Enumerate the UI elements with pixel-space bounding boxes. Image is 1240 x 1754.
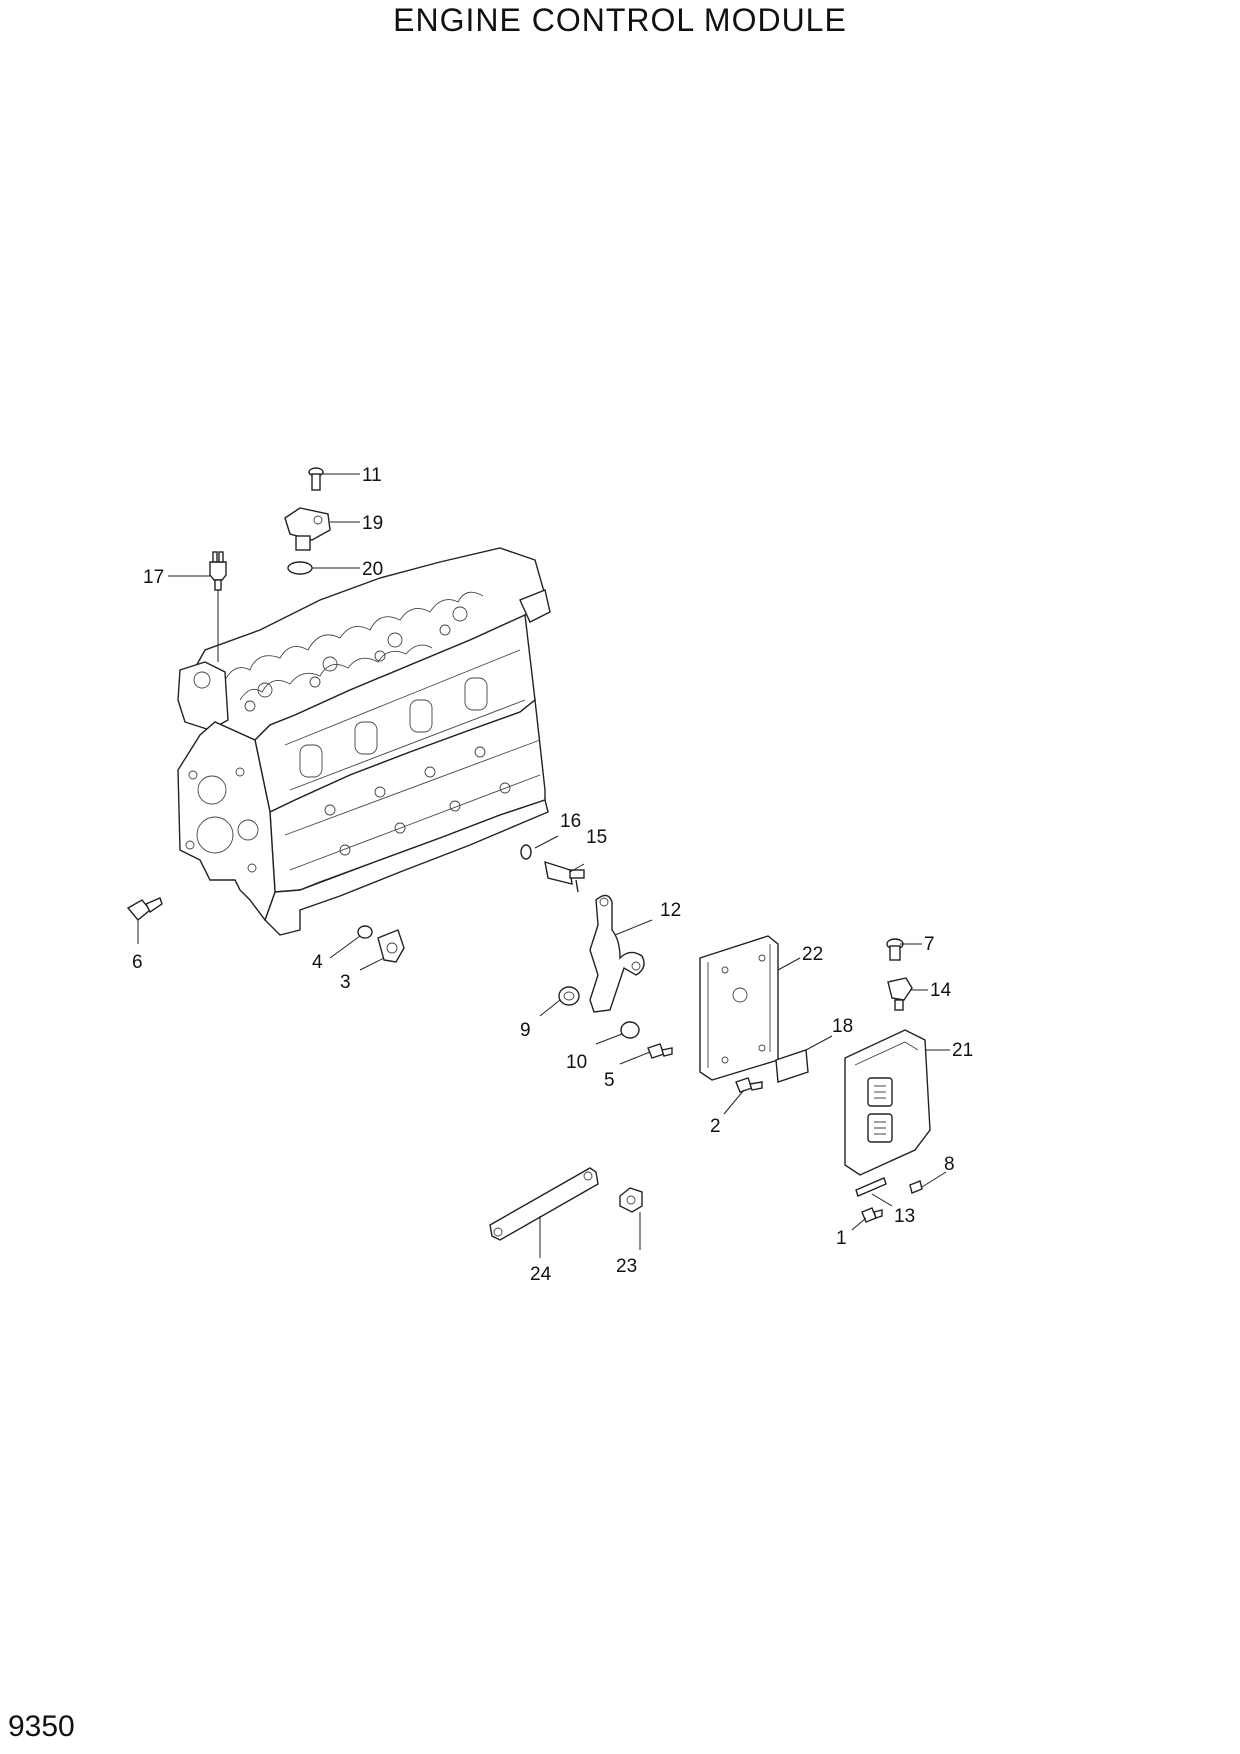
part-13-spacer [855,1177,887,1197]
part-4-o-ring [357,925,373,939]
callout-10: 10 [566,1052,587,1073]
callout-12: 12 [660,900,681,921]
callout-19: 19 [362,513,383,534]
part-7-screw [886,938,904,961]
part-12-bracket [589,894,645,1013]
callout-16: 16 [560,811,581,832]
part-22-plate [699,935,779,1081]
callout-24: 24 [530,1264,552,1285]
callout-15: 15 [586,827,607,848]
callout-7: 7 [924,934,935,955]
part-20-o-ring [287,561,313,575]
part-21-ecm [844,1029,931,1176]
callout-22: 22 [802,944,823,965]
part-24-strap [489,1167,599,1241]
callout-13: 13 [894,1206,915,1227]
part-6-bolt [126,897,163,921]
part-3-sensor [377,929,405,963]
callout-4: 4 [312,952,323,973]
callout-1: 1 [836,1228,847,1249]
part-23-nut [619,1187,643,1213]
callout-3: 3 [340,972,351,993]
page-title: ENGINE CONTROL MODULE [393,2,847,38]
part-16-o-ring [520,844,532,860]
part-1-screw [861,1207,883,1223]
part-17-sensor [209,551,227,591]
part-9-grommet [558,986,580,1006]
callout-17: 17 [143,567,164,588]
callout-21: 21 [952,1040,973,1061]
callout-11: 11 [362,465,382,486]
part-11-screw [308,467,324,491]
callout-23: 23 [616,1256,637,1277]
part-5-screw [647,1043,673,1059]
part-8-screw [909,1180,923,1194]
engine-block [177,547,551,936]
part-14-connector [887,977,913,1011]
part-18-label [775,1049,809,1083]
callout-9: 9 [520,1020,531,1041]
callout-2: 2 [710,1116,721,1137]
part-10-spacer [620,1021,640,1039]
callout-6: 6 [132,952,143,973]
callout-5: 5 [604,1070,615,1091]
part-15-sensor [544,860,585,893]
callout-20: 20 [362,559,383,580]
page-number: 9350 [8,1710,75,1743]
part-2-screw [735,1077,763,1093]
callout-labels: 11 19 20 17 16 15 12 7 22 6 4 3 14 18 9 … [132,465,973,1285]
leader-lines [137,473,950,1258]
callout-8: 8 [944,1154,955,1175]
callout-14: 14 [930,980,952,1001]
part-19-sensor [284,507,331,551]
callout-18: 18 [832,1016,853,1037]
